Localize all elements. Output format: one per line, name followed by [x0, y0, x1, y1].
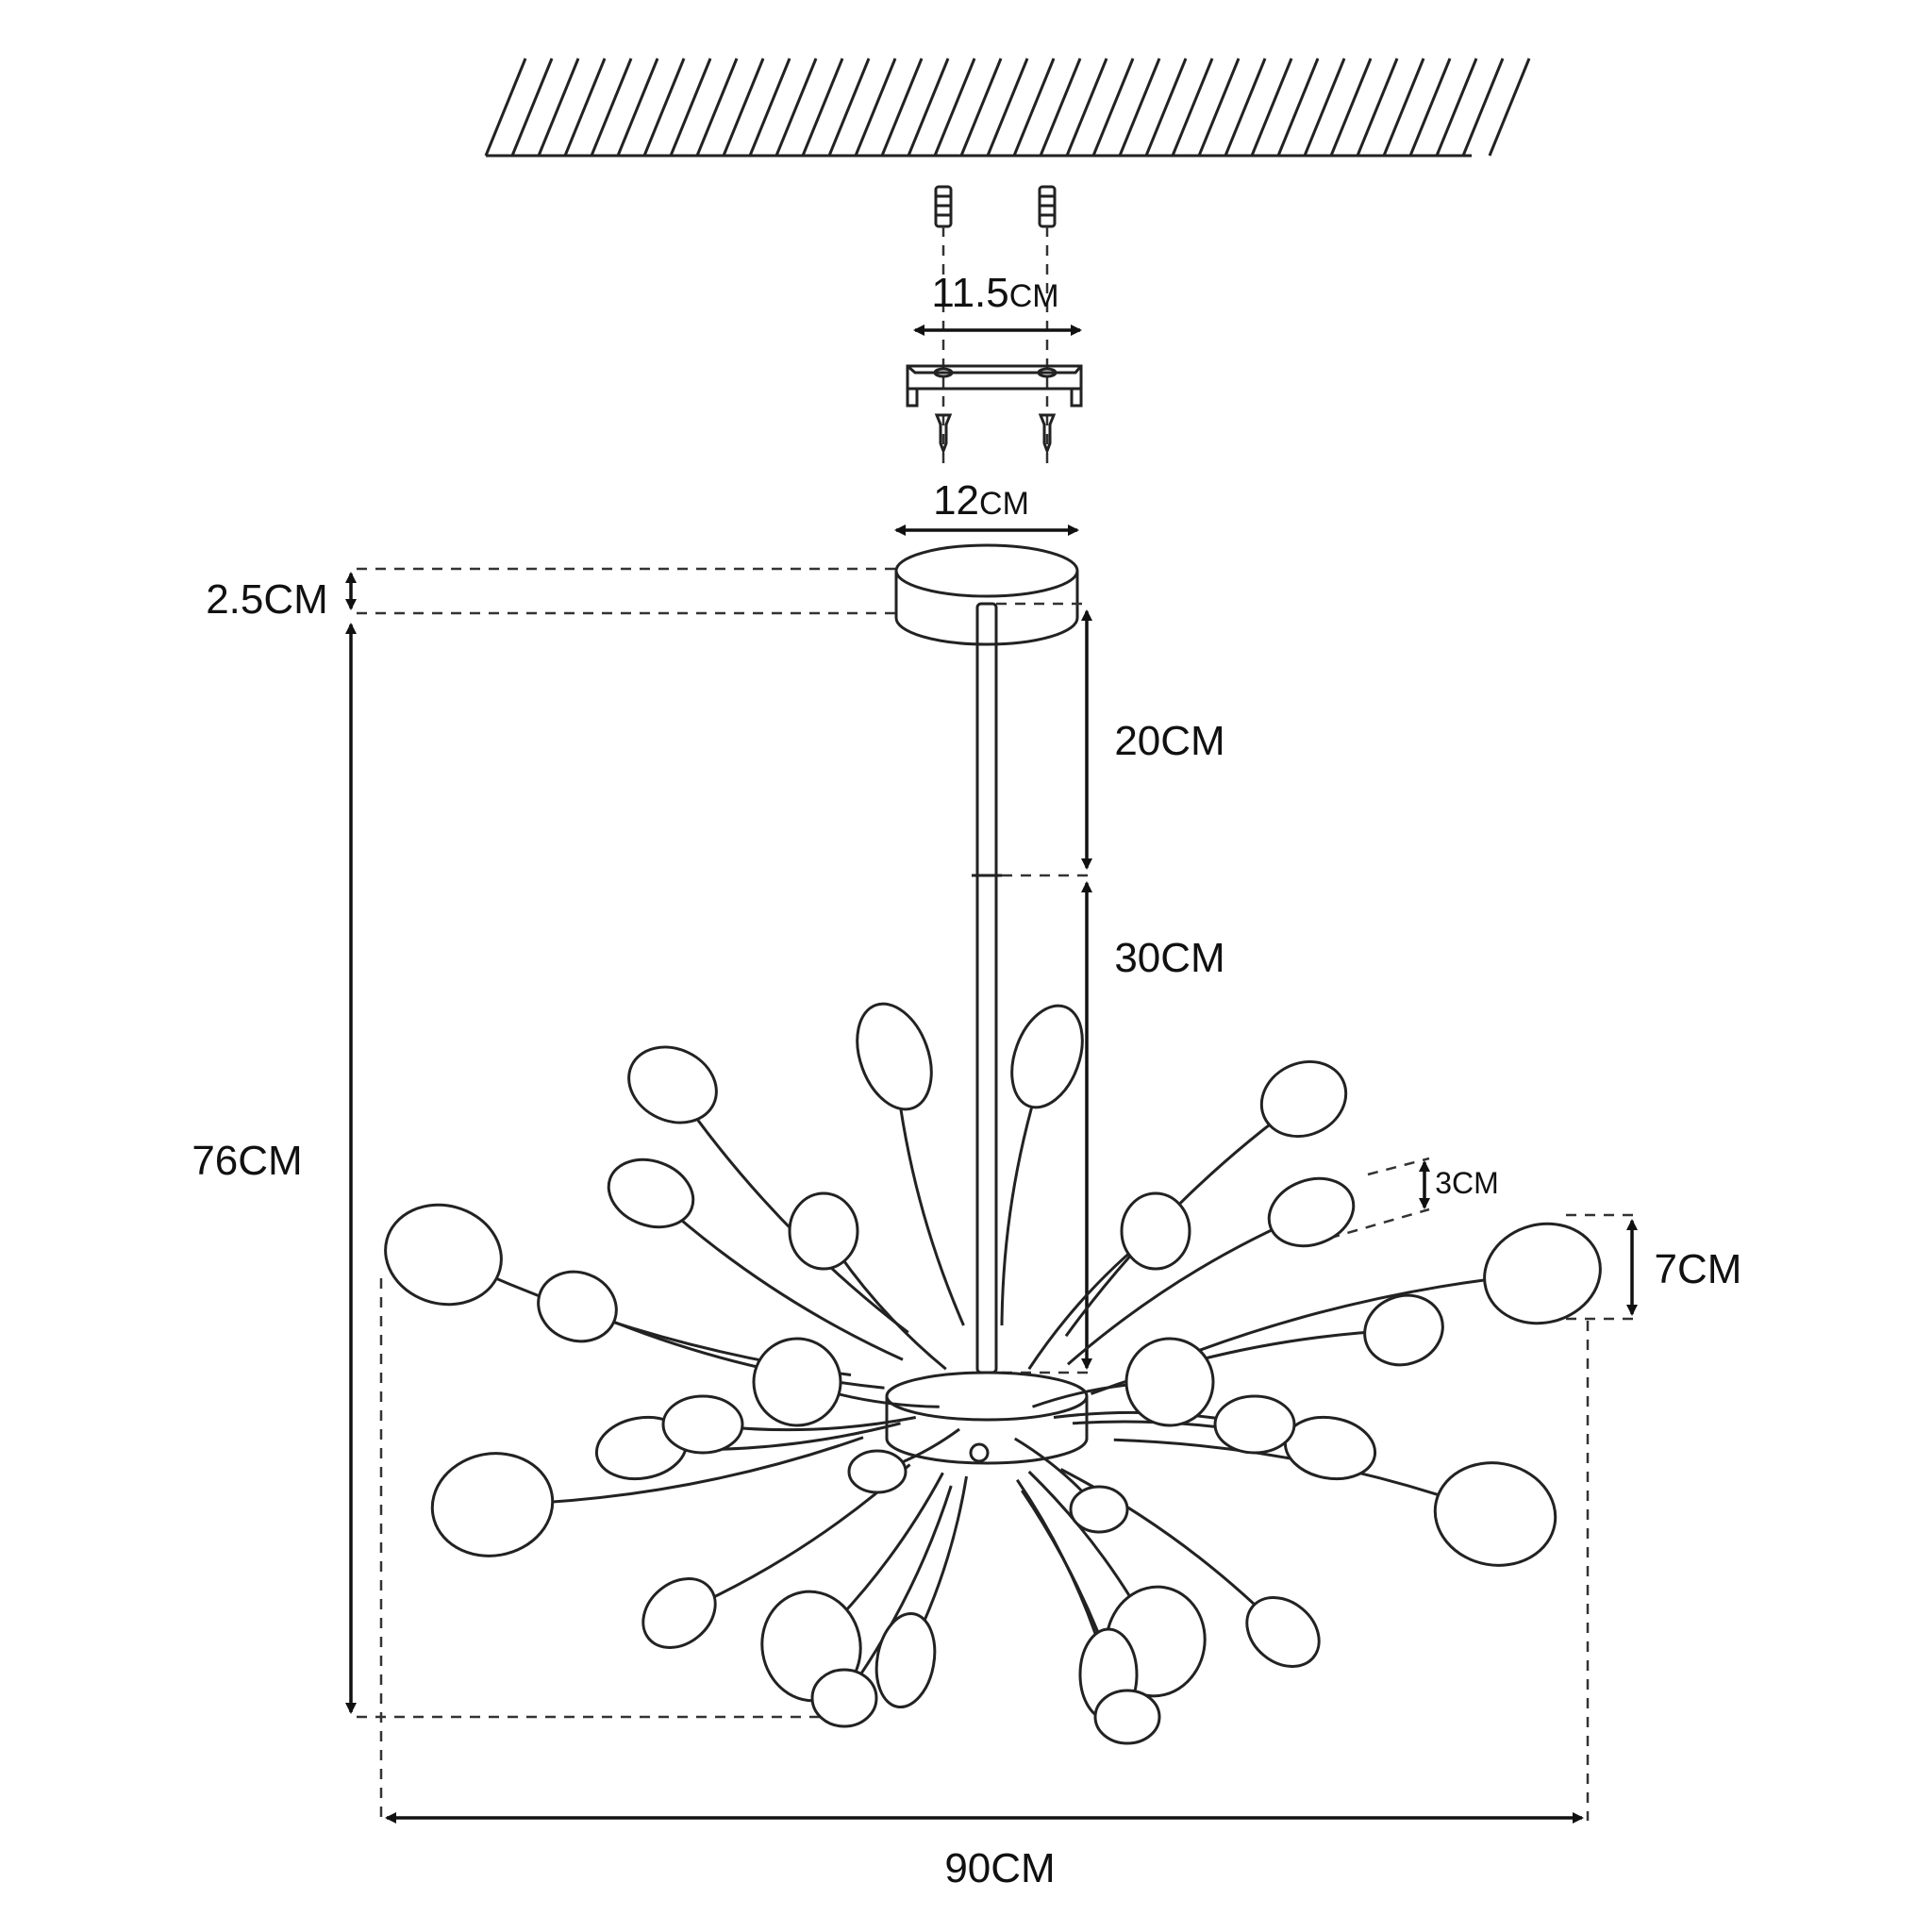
bulb	[1093, 1689, 1161, 1745]
hatch-stroke	[1065, 58, 1108, 157]
hatch-stroke	[1382, 58, 1425, 157]
bulb	[1363, 1293, 1444, 1367]
dim-bulb-large-label: 7CM	[1655, 1246, 1742, 1292]
dim-total-height: 76CM	[192, 623, 868, 1719]
hatch-stroke	[854, 58, 897, 157]
ceiling	[484, 58, 1531, 158]
dim-canopy-width-label: 12CM	[933, 477, 1029, 524]
hatch-stroke	[1435, 58, 1478, 157]
bulb	[1069, 1485, 1129, 1534]
branch-arm	[576, 1305, 885, 1390]
anchor-right	[1038, 185, 1057, 228]
hatch-stroke	[801, 58, 844, 157]
hatch-stroke	[1039, 58, 1082, 157]
hatch-stroke	[933, 58, 976, 157]
hatch-stroke	[590, 58, 633, 157]
bulbs	[384, 1002, 1602, 1745]
hatch-stroke	[722, 58, 765, 157]
dim-screw-spacing-label: 11.5CM	[931, 270, 1058, 316]
bulb	[1010, 1004, 1084, 1109]
branch-arms	[442, 1056, 1543, 1718]
bulb	[752, 1337, 842, 1427]
bulb	[627, 1045, 718, 1124]
hatch-stroke	[986, 58, 1029, 157]
dim-bulb-small-label: 3CM	[1435, 1166, 1499, 1200]
bulb	[537, 1270, 618, 1343]
hatch-stroke	[1303, 58, 1346, 157]
hatch-stroke	[695, 58, 739, 157]
dim-rod-upper-label: 20CM	[1114, 718, 1224, 764]
hatch-stroke	[1250, 58, 1293, 157]
screws	[934, 413, 1057, 456]
hatch-stroke	[1118, 58, 1161, 157]
hatch-stroke	[774, 58, 818, 157]
hatch-stroke	[563, 58, 607, 157]
hatch-stroke	[1408, 58, 1452, 157]
central-hub	[885, 1371, 1089, 1465]
hatch-stroke	[1197, 58, 1241, 157]
bulb	[1213, 1394, 1296, 1455]
dim-bulb-sizes: 3CM 7CM	[1310, 1157, 1742, 1321]
ceiling-hatch	[484, 58, 1531, 157]
bulb	[847, 1449, 908, 1494]
bulb	[1267, 1176, 1356, 1248]
dim-canopy-height: 2.5CM	[206, 567, 896, 623]
wall-anchors	[934, 185, 1057, 472]
hatch-stroke	[1488, 58, 1531, 157]
bulb	[1483, 1222, 1602, 1325]
hatch-stroke	[1224, 58, 1267, 157]
hatch-stroke	[1276, 58, 1320, 157]
bulb	[1433, 1461, 1557, 1567]
hatch-stroke	[537, 58, 580, 157]
hatch-stroke	[1171, 58, 1214, 157]
hatch-stroke	[827, 58, 871, 157]
bulb	[384, 1203, 503, 1307]
bulb	[661, 1394, 744, 1455]
branch-arm	[649, 1191, 904, 1361]
hatch-stroke	[907, 58, 950, 157]
dim-total-height-label: 76CM	[192, 1138, 302, 1184]
hatch-stroke	[616, 58, 659, 157]
bulb	[810, 1668, 878, 1728]
canopy	[894, 543, 1079, 646]
anchor-left	[934, 185, 953, 228]
bulb	[607, 1158, 695, 1229]
bulb	[641, 1577, 717, 1649]
bulb	[856, 1002, 933, 1111]
bulb	[1245, 1596, 1321, 1668]
hatch-stroke	[510, 58, 554, 157]
hatch-stroke	[1356, 58, 1399, 157]
hatch-stroke	[642, 58, 686, 157]
branch-arm	[671, 1084, 909, 1334]
bulb	[1124, 1337, 1215, 1427]
dim-rod-sections: 20CM 30CM	[996, 602, 1225, 1374]
hatch-stroke	[1144, 58, 1188, 157]
dim-rod-lower-label: 30CM	[1114, 935, 1224, 981]
hatch-stroke	[880, 58, 924, 157]
hatch-stroke	[1012, 58, 1056, 157]
hatch-stroke	[669, 58, 712, 157]
bulb	[1120, 1191, 1191, 1271]
hatch-stroke	[1091, 58, 1135, 157]
hatch-stroke	[1329, 58, 1373, 157]
dim-screw-spacing: 11.5CM	[913, 270, 1082, 336]
bulb	[788, 1191, 859, 1271]
bulb	[1259, 1059, 1348, 1139]
hatch-stroke	[484, 58, 527, 157]
hatch-stroke	[1461, 58, 1505, 157]
dim-canopy-height-label: 2.5CM	[206, 576, 328, 623]
rod	[972, 602, 1002, 1374]
dim-total-width: 90CM	[379, 1278, 1590, 1891]
hatch-stroke	[748, 58, 791, 157]
dim-total-width-label: 90CM	[944, 1845, 1055, 1891]
hatch-stroke	[959, 58, 1003, 157]
bulb	[430, 1452, 555, 1557]
dim-canopy-width: 12CM	[894, 477, 1079, 536]
bulb	[874, 1611, 937, 1709]
mounting-bracket	[906, 364, 1083, 408]
